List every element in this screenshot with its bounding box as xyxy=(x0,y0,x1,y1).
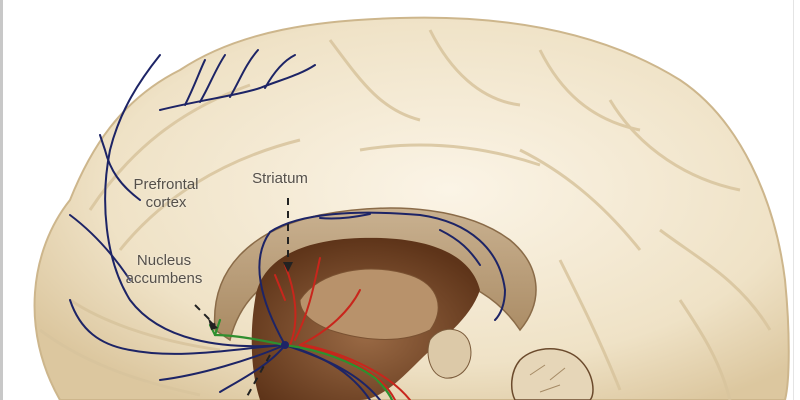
label-striatum: Striatum xyxy=(252,170,308,187)
cerebellum xyxy=(510,348,594,400)
vta-node xyxy=(281,341,289,349)
midbrain-structures xyxy=(427,328,472,379)
left-border xyxy=(0,0,3,400)
nac-arrow-icon xyxy=(208,318,218,330)
label-line: accumbens xyxy=(125,270,203,287)
label-prefrontal-cortex: Prefrontal cortex xyxy=(118,176,214,212)
gyri-folds xyxy=(39,29,772,400)
label-line: cortex xyxy=(145,194,187,211)
striatum-arrow-icon xyxy=(283,262,293,272)
label-line: Prefrontal xyxy=(133,176,199,193)
label-leaders xyxy=(194,198,289,400)
blue-pathways xyxy=(69,49,507,400)
label-line: Nucleus xyxy=(136,252,192,269)
label-nucleus-accumbens: Nucleus accumbens xyxy=(112,252,216,288)
red-pathways xyxy=(274,257,411,400)
right-border xyxy=(793,0,794,400)
